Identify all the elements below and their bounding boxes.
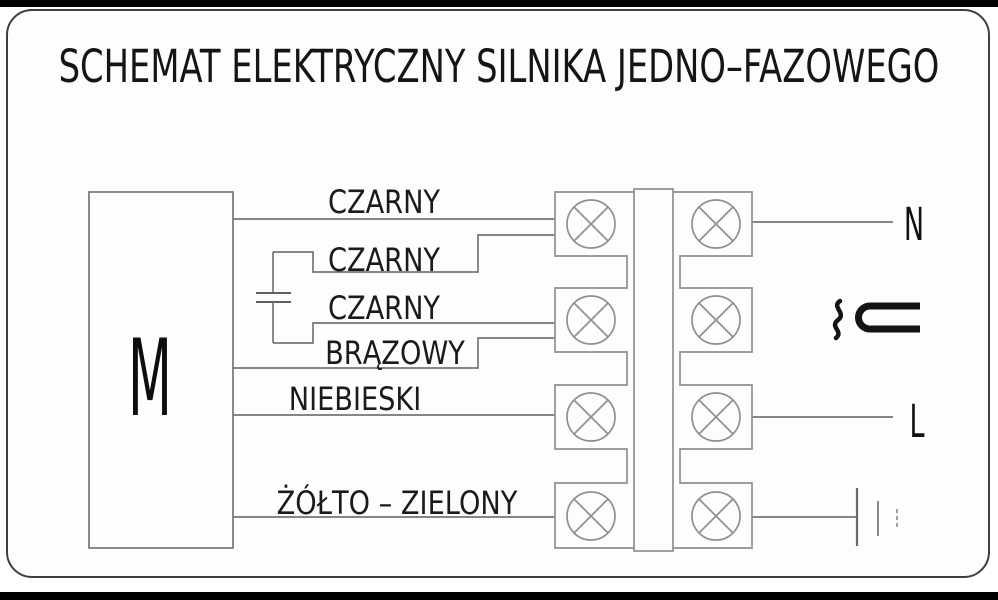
page-border [6,9,990,578]
wire-czarny-2 [273,234,555,273]
wire-label-zolto-zielony: ŻÓŁTO – ZIELONY [276,484,518,522]
terminal-screw-icon [691,295,741,345]
terminal-label-line: L [909,395,925,448]
terminal-screw-icon [691,199,741,249]
wire-label-czarny-1: CZARNY [327,183,441,221]
terminal-right-comb [673,191,753,549]
terminal-screw-icon [566,491,616,541]
wire-label-niebieski: NIEBIESKI [288,380,422,418]
terminal-screw-icon [566,392,616,442]
motor-box [88,191,234,549]
wire-label-brazowy: BRĄZOWY [325,334,465,372]
terminal-screw-icon [691,392,741,442]
capacitor-icon [256,252,291,343]
terminal-screw-icon [566,295,616,345]
terminal-screw-icon [691,491,741,541]
c-bracket-icon [855,302,920,333]
terminal-label-neutral: N [903,198,925,251]
bottom-crop-bar [0,592,998,600]
wire-brazowy [233,337,555,369]
wire-label-czarny-3: CZARNY [327,289,441,327]
terminal-left-comb [554,191,634,549]
wire-label-czarny-2: CZARNY [327,241,441,279]
ground-icon [855,488,898,546]
tilde-squiggle-icon [832,298,844,341]
terminal-block [554,188,753,552]
ac-capacitor-icon [832,298,920,341]
diagram-title: SCHEMAT ELEKTRYCZNY SILNIKA JEDNO–FAZOWE… [58,40,940,93]
terminal-screw-icon [566,199,616,249]
motor-label: M [128,317,172,440]
top-crop-bar [0,0,998,7]
wire-czarny-3 [273,322,555,344]
terminal-spine [633,188,674,552]
